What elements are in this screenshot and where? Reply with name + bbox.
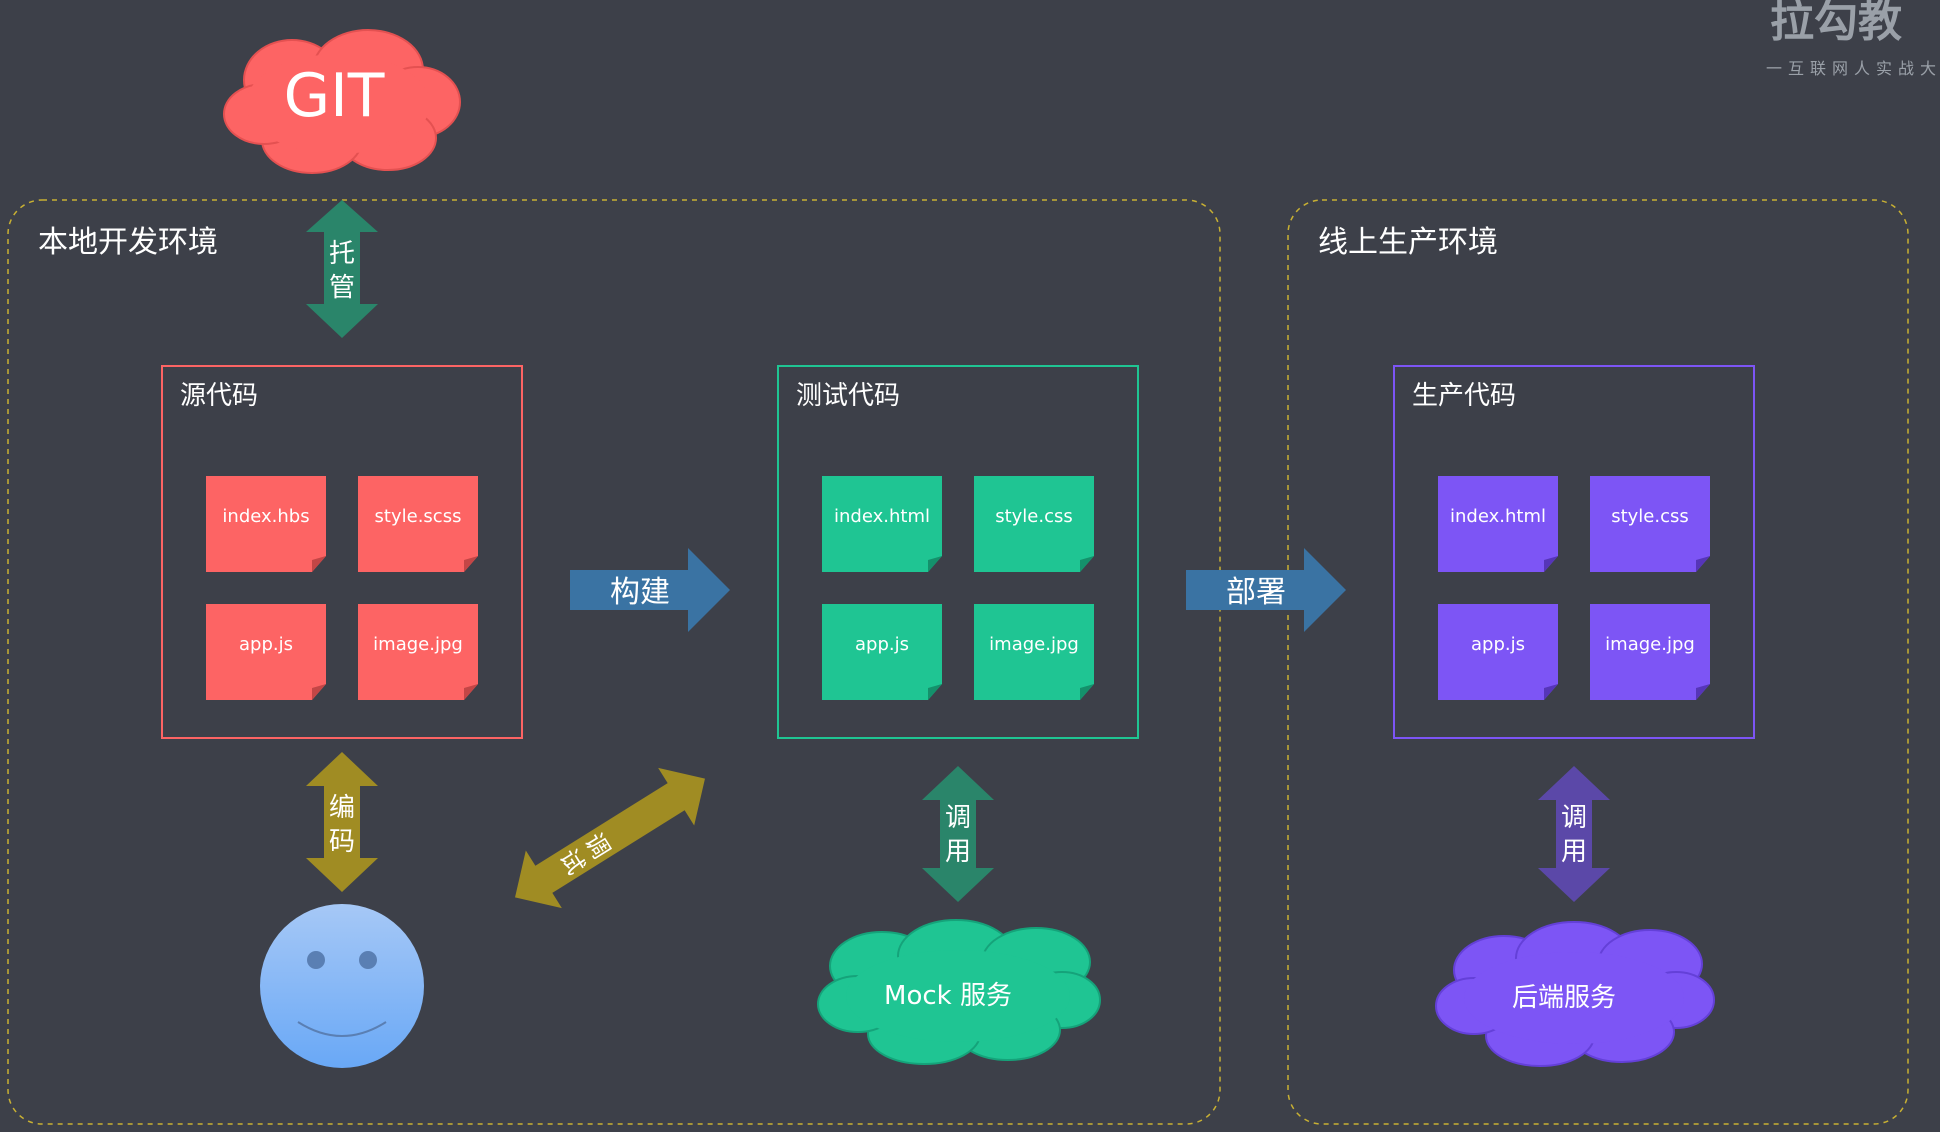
call-prod-arrow: 调 用 (1538, 766, 1610, 902)
git-label: GIT (284, 61, 385, 131)
file-name: image.jpg (989, 634, 1079, 655)
host-arrow-char-1: 托 (329, 239, 355, 269)
deploy-arrow-label: 部署 (1226, 575, 1286, 610)
debug-arrow: 调 试 (515, 767, 705, 909)
file-name: image.jpg (1605, 634, 1695, 655)
test-code-panel-border (777, 365, 1139, 739)
file-name: style.css (1611, 506, 1689, 527)
file-name: index.html (834, 506, 930, 527)
production-code-panel-border (1393, 365, 1755, 739)
source-code-panel-border (161, 365, 523, 739)
test-code-panel: 测试代码 index.html style.css app.js image.j… (777, 365, 1139, 739)
watermark-brand: 拉勾教 (1770, 0, 1902, 47)
deploy-arrow: 部署 (1186, 548, 1346, 632)
call-test-arrow-char-1: 调 (945, 803, 971, 833)
file-card[interactable]: index.hbs (206, 476, 326, 572)
file-name: image.jpg (373, 634, 463, 655)
source-code-panel: 源代码 index.hbs style.scss app.js image.jp… (161, 365, 523, 739)
file-card[interactable]: style.scss (358, 476, 478, 572)
file-name: index.html (1450, 506, 1546, 527)
file-name: style.scss (375, 506, 462, 527)
production-environment-title: 线上生产环境 (1318, 225, 1498, 260)
test-code-panel-title: 测试代码 (796, 381, 900, 411)
file-card[interactable]: app.js (206, 604, 326, 700)
call-test-arrow-char-2: 用 (945, 837, 971, 867)
mock-service-label: Mock 服务 (884, 981, 1012, 1011)
watermark-tagline: 一互联网人实战大 (1766, 59, 1940, 78)
file-card[interactable]: style.css (974, 476, 1094, 572)
developer-face-icon (260, 904, 424, 1068)
call-test-arrow: 调 用 (922, 766, 994, 902)
local-environment-title: 本地开发环境 (38, 225, 218, 260)
code-arrow-char-2: 码 (329, 827, 355, 857)
file-name: app.js (1471, 634, 1525, 655)
call-prod-arrow-char-2: 用 (1561, 837, 1587, 867)
source-code-panel-title: 源代码 (180, 381, 258, 411)
file-card[interactable]: image.jpg (358, 604, 478, 700)
backend-service-label: 后端服务 (1512, 983, 1616, 1013)
mock-service-cloud: Mock 服务 (817, 919, 1101, 1065)
file-card[interactable]: app.js (822, 604, 942, 700)
local-environment-border (7, 199, 1221, 1125)
build-arrow-label: 构建 (610, 575, 670, 610)
call-prod-arrow-char-1: 调 (1561, 803, 1587, 833)
build-arrow: 构建 (570, 548, 730, 632)
file-card[interactable]: style.css (1590, 476, 1710, 572)
file-name: index.hbs (222, 506, 309, 527)
git-cloud: GIT (223, 29, 461, 174)
production-code-panel-title: 生产代码 (1412, 381, 1516, 411)
code-arrow: 编 码 (306, 752, 378, 892)
production-code-panel: 生产代码 index.html style.css app.js image.j… (1393, 365, 1755, 739)
backend-service-cloud: 后端服务 (1435, 921, 1715, 1067)
file-name: app.js (855, 634, 909, 655)
file-card[interactable]: index.html (1438, 476, 1558, 572)
file-name: style.css (995, 506, 1073, 527)
host-arrow-char-2: 管 (329, 273, 355, 303)
file-card[interactable]: app.js (1438, 604, 1558, 700)
code-arrow-char-1: 编 (329, 793, 355, 823)
file-card[interactable]: image.jpg (1590, 604, 1710, 700)
host-arrow: 托 管 (306, 200, 378, 338)
production-environment-border (1287, 199, 1909, 1125)
watermark-logo: 拉勾教 一互联网人实战大 (1766, 0, 1940, 78)
file-name: app.js (239, 634, 293, 655)
file-card[interactable]: image.jpg (974, 604, 1094, 700)
file-card[interactable]: index.html (822, 476, 942, 572)
